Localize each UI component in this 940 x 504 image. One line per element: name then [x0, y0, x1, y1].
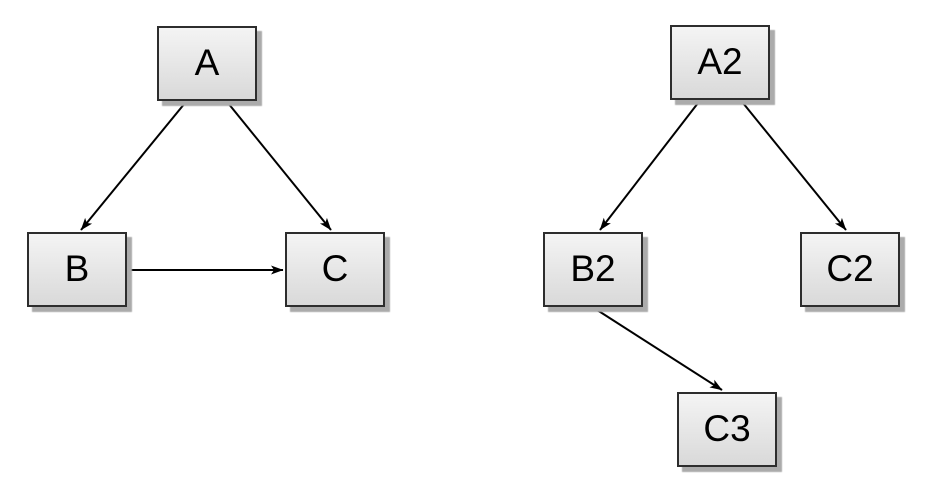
node-B2[interactable]: B2	[543, 232, 643, 307]
edge-B2-C3[interactable]	[593, 307, 723, 391]
edge-A-B[interactable]	[80, 102, 186, 231]
node-C3[interactable]: C3	[677, 392, 777, 467]
edge-A2-C2[interactable]	[742, 102, 847, 231]
node-label-C2: C2	[826, 248, 874, 289]
node-C[interactable]: C	[285, 232, 385, 307]
node-label-C3: C3	[703, 408, 751, 449]
node-B[interactable]: B	[27, 232, 127, 307]
edge-A2-B2[interactable]	[599, 102, 699, 231]
edge-A-C[interactable]	[227, 102, 332, 231]
node-A2[interactable]: A2	[670, 25, 770, 100]
node-label-A: A	[194, 42, 220, 83]
node-C2[interactable]: C2	[800, 232, 900, 307]
node-label-C: C	[321, 248, 349, 289]
node-label-A2: A2	[697, 41, 743, 82]
edge-group	[80, 102, 847, 391]
node-label-B: B	[64, 248, 90, 289]
node-A[interactable]: A	[157, 26, 257, 101]
node-label-B2: B2	[570, 248, 616, 289]
